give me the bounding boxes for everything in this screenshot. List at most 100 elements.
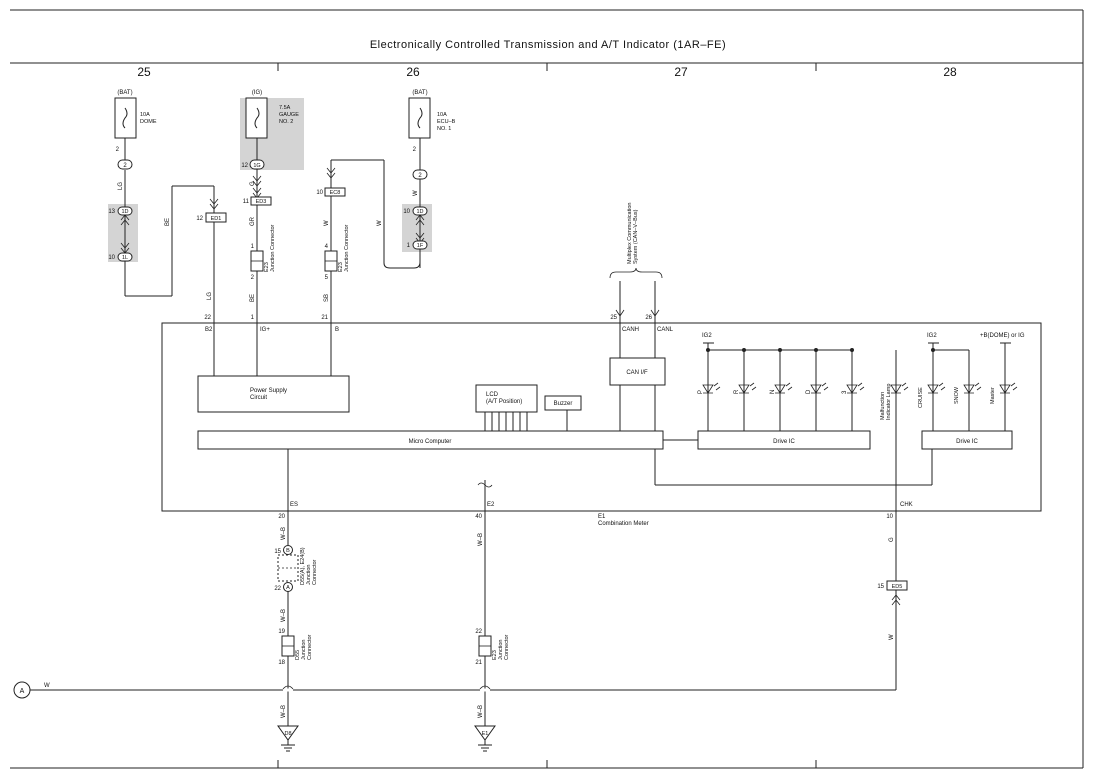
wire-color: LG <box>207 292 213 300</box>
svg-text:ECU–B: ECU–B <box>437 119 456 125</box>
led-label: CRUISE <box>918 387 924 408</box>
pin: 10 <box>108 255 115 261</box>
led-label: P <box>698 390 704 394</box>
terminal-label: CANH <box>622 327 639 333</box>
svg-text:(IG): (IG) <box>252 90 262 96</box>
column-label: 25 <box>137 65 151 79</box>
connector-plug <box>117 206 133 216</box>
pin: 26 <box>645 315 652 321</box>
column-label: 28 <box>943 65 957 79</box>
svg-text:10A: 10A <box>437 112 447 118</box>
wire-gauge <box>252 138 262 323</box>
connector-label: ED1 <box>211 216 222 222</box>
can-bus <box>609 267 663 323</box>
junction-label: D55JunctionConnector <box>295 634 313 660</box>
connector-label: 1F <box>417 243 424 249</box>
pin: 2 <box>251 275 255 281</box>
ground-symbol <box>277 725 299 752</box>
pin: 11 <box>243 199 250 205</box>
wire-loop <box>383 230 421 269</box>
pin: 1 <box>251 315 255 321</box>
led-icons <box>702 382 1018 394</box>
connector-label: 1D <box>416 209 423 215</box>
pin: 19 <box>278 629 285 635</box>
block-label: CAN I/F <box>626 370 648 376</box>
wire-color: W <box>413 190 419 196</box>
connector-box <box>886 580 908 591</box>
svg-text:10A: 10A <box>140 112 150 118</box>
pin: 18 <box>278 660 285 666</box>
column-label: 26 <box>406 65 420 79</box>
pin: 12 <box>196 216 203 222</box>
led-label: D <box>806 389 812 394</box>
combination-meter-box <box>161 322 1042 512</box>
led-label: N <box>770 390 776 394</box>
connector-box <box>205 212 227 223</box>
svg-text:7.5A: 7.5A <box>279 105 291 111</box>
block-label: Drive IC <box>956 439 978 445</box>
column-label: 27 <box>674 65 688 79</box>
pin: 2 <box>116 147 120 153</box>
connector-plug <box>283 582 293 592</box>
connector-label: 1D <box>121 209 128 215</box>
led-label: SNOW <box>954 386 960 404</box>
connector-plug <box>117 159 133 170</box>
terminal-label: IG+ <box>260 327 270 333</box>
wire-color: W <box>889 634 895 640</box>
wire-color: LG <box>118 182 124 190</box>
pin: 40 <box>475 514 482 520</box>
wire-color: W <box>44 683 50 689</box>
wire-color: W–B <box>281 705 287 718</box>
connector-label: A <box>286 585 290 591</box>
micro-computer-block <box>197 430 664 450</box>
fuse-dome: (BAT) 10A DOME <box>114 90 157 139</box>
block-label: Micro Computer <box>409 439 452 445</box>
pin: 22 <box>274 586 281 592</box>
pin: 10 <box>886 514 893 520</box>
svg-text:NO. 1: NO. 1 <box>437 126 451 132</box>
pin: 22 <box>204 315 211 321</box>
pin: 13 <box>108 209 115 215</box>
pin: 4 <box>325 244 329 250</box>
svg-text:(BAT): (BAT) <box>117 90 132 96</box>
pin: 2 <box>413 147 417 153</box>
buzzer-block <box>544 395 582 411</box>
wire-color: BE <box>250 294 256 302</box>
fuse-gauge: (IG) 7.5A GAUGE NO. 2 <box>245 90 299 139</box>
wire-color: GR <box>250 216 256 226</box>
connector-plug <box>412 169 428 180</box>
connector-plug <box>249 159 265 170</box>
wire-color: W <box>324 220 330 226</box>
connector-label: ED5 <box>892 584 903 590</box>
ig2-label: IG2 <box>702 333 712 339</box>
wire-col25 <box>120 138 219 323</box>
connector-plug <box>283 545 293 555</box>
bdome-label: +B(DOME) or IG <box>980 333 1025 339</box>
terminal-label: E2 <box>487 502 495 508</box>
pin: 21 <box>475 660 482 666</box>
connector-label: EC8 <box>330 190 341 196</box>
drive-ic-block <box>921 430 1013 450</box>
ground-symbol <box>474 725 496 752</box>
column-ticks <box>277 63 817 768</box>
led-label: MalfunctionIndicator Lamp <box>880 384 892 420</box>
fuse-ecub: (BAT) 10A ECU–B NO. 1 <box>408 90 456 139</box>
pin: 12 <box>241 163 248 169</box>
svg-text:DOME: DOME <box>140 119 157 125</box>
can-bus-label: Multiplex CommunicationSystem (CAN–V–Bus… <box>627 203 639 264</box>
wire-color: W–B <box>478 705 484 718</box>
pin: 21 <box>321 315 328 321</box>
connector-label: B <box>286 548 290 554</box>
block-label: Buzzer <box>554 401 573 407</box>
wire-color: SB <box>324 294 330 302</box>
pin: 15 <box>274 549 281 555</box>
pin: 20 <box>278 514 285 520</box>
wire-color: W–B <box>281 609 287 622</box>
wire-color: W–B <box>478 533 484 546</box>
pin: 1 <box>251 244 255 250</box>
diagram-title: Electronically Controlled Transmission a… <box>370 39 726 51</box>
pin: 15 <box>877 584 884 590</box>
terminal-label: ES <box>290 502 298 508</box>
svg-text:NO. 2: NO. 2 <box>279 119 293 125</box>
